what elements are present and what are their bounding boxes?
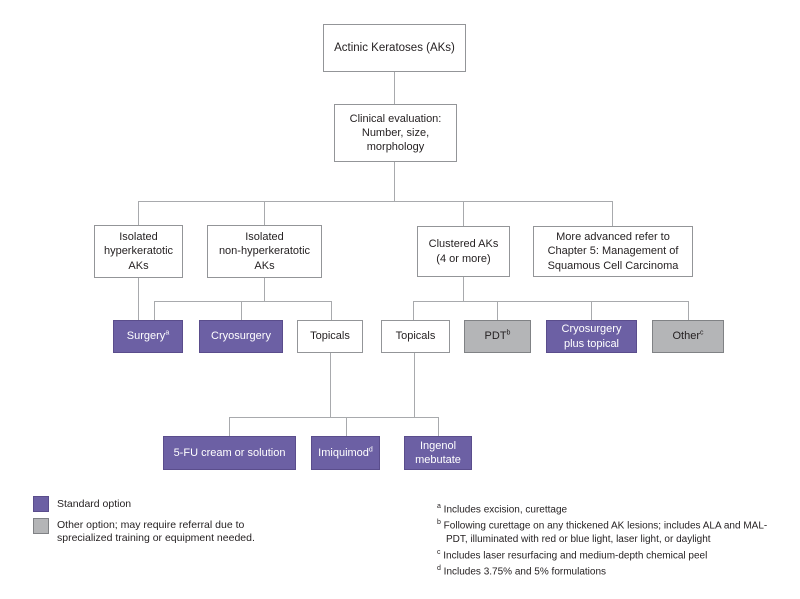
- legend-standard-swatch: [33, 496, 49, 512]
- connector: [413, 301, 414, 320]
- legend-other-label: Other option; may require referral due t…: [57, 519, 255, 544]
- node-surgery-label: Surgery: [126, 330, 166, 343]
- footnote-marker-a: a: [165, 329, 170, 337]
- connector: [346, 417, 347, 436]
- connector: [138, 278, 139, 320]
- footnote-marker-c: c: [700, 329, 704, 337]
- legend-other-swatch: [33, 518, 49, 534]
- footnote-marker-b: b: [506, 329, 511, 337]
- node-ingenol-mebutate: Ingenol mebutate: [404, 436, 472, 470]
- connector: [154, 301, 155, 320]
- footnote-d-text: Includes 3.75% and 5% formulations: [440, 566, 607, 578]
- connector: [331, 301, 332, 320]
- footnote-a-marker: a: [437, 503, 441, 510]
- connector: [229, 417, 230, 436]
- connector: [264, 201, 265, 225]
- node-isolated-non-hyperkeratotic: Isolated non-hyperkeratotic AKs: [207, 225, 322, 278]
- node-more-advanced: More advanced refer to Chapter 5: Manage…: [533, 226, 693, 277]
- node-5fu-cream: 5-FU cream or solution: [163, 436, 296, 470]
- footnote-d: d Includes 3.75% and 5% formulations: [437, 562, 771, 578]
- node-actinic-keratoses: Actinic Keratoses (AKs): [323, 24, 466, 72]
- connector: [241, 301, 242, 320]
- node-topicals-right: Topicals: [381, 320, 450, 353]
- connector: [414, 353, 415, 417]
- node-clinical-evaluation: Clinical evaluation: Number, size, morph…: [334, 104, 457, 162]
- footnote-b: b Following curettage on any thickened A…: [437, 516, 771, 545]
- node-pdt: PDTb: [464, 320, 531, 353]
- connector: [138, 201, 613, 202]
- footnote-a: a Includes excision, curettage: [437, 500, 771, 516]
- node-clustered-aks: Clustered AKs (4 or more): [417, 226, 510, 277]
- node-topicals-left: Topicals: [297, 320, 363, 353]
- footnote-b-text: Following curettage on any thickened AK …: [440, 520, 768, 545]
- footnotes: a Includes excision, curettage b Followi…: [437, 500, 771, 578]
- connector: [591, 301, 592, 320]
- connector: [154, 301, 332, 302]
- footnote-c: c Includes laser resurfacing and medium-…: [437, 546, 771, 562]
- connector: [264, 278, 265, 301]
- footnote-c-text: Includes laser resurfacing and medium-de…: [440, 549, 708, 561]
- connector: [612, 201, 613, 226]
- connector: [438, 417, 439, 436]
- node-surgery: Surgerya: [113, 320, 183, 353]
- footnote-d-marker: d: [437, 564, 441, 572]
- node-other: Otherc: [652, 320, 724, 353]
- connector: [394, 72, 395, 104]
- node-cryosurgery: Cryosurgery: [199, 320, 283, 353]
- footnote-b-marker: b: [437, 519, 441, 527]
- node-imiquimod-label: Imiquimod: [318, 446, 369, 459]
- connector: [463, 201, 464, 226]
- node-other-label: Other: [672, 330, 700, 343]
- node-cryosurgery-plus-topical: Cryosurgery plus topical: [546, 320, 637, 353]
- footnote-a-text: Includes excision, curettage: [440, 504, 568, 516]
- connector: [688, 301, 689, 320]
- connector: [229, 417, 438, 418]
- connector: [413, 301, 688, 302]
- connector: [497, 301, 498, 320]
- footnote-c-marker: c: [437, 548, 441, 556]
- connector: [463, 277, 464, 301]
- connector: [394, 162, 395, 201]
- connector: [138, 201, 139, 225]
- node-isolated-hyperkeratotic: Isolated hyperkeratotic AKs: [94, 225, 183, 278]
- legend-standard-label: Standard option: [57, 498, 132, 510]
- node-imiquimod: Imiquimodd: [311, 436, 380, 470]
- footnote-marker-d: d: [368, 446, 373, 454]
- node-pdt-label: PDT: [484, 330, 507, 343]
- connector: [330, 353, 331, 417]
